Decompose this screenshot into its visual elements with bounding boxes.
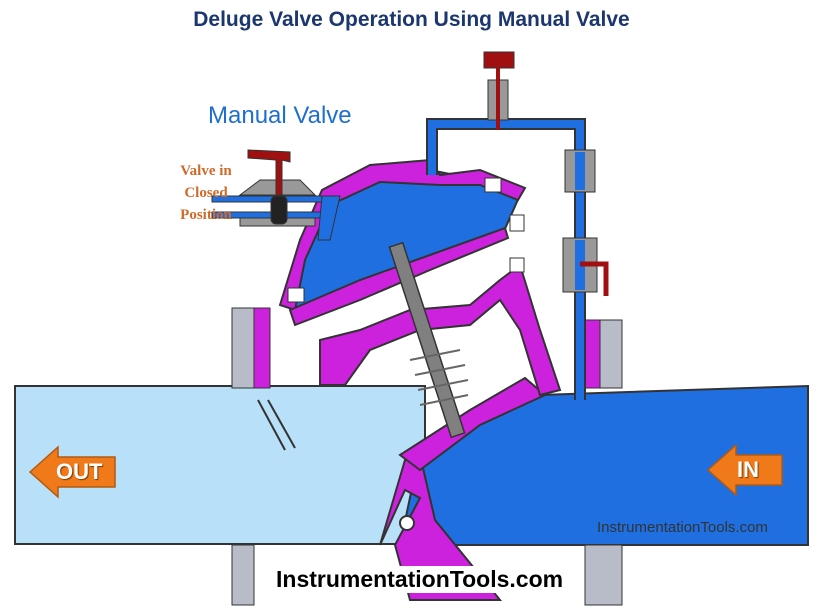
bolt — [287, 287, 305, 303]
shutoff-valve-handle — [580, 261, 609, 296]
right-flange-bottom — [584, 544, 623, 606]
valve-state-line: Closed — [184, 185, 228, 201]
watermark-large: InstrumentationTools.com — [270, 566, 570, 593]
manual-valve-ball — [270, 195, 288, 225]
valve-stem — [388, 241, 466, 439]
needle-valve-handle — [483, 51, 515, 69]
left-flange — [231, 307, 255, 389]
page-title: Deluge Valve Operation Using Manual Valv… — [193, 8, 630, 31]
watermark-small: InstrumentationTools.com — [597, 519, 768, 536]
bolt — [509, 214, 525, 232]
out-arrow-icon — [28, 445, 116, 499]
bolt — [484, 177, 502, 193]
in-arrow-icon — [706, 443, 783, 497]
flap-line — [267, 399, 296, 449]
valve-body-upper — [319, 263, 562, 397]
left-flange-body — [253, 307, 271, 389]
valve-state-label: Valve in Closed Position — [176, 160, 236, 226]
bolt — [509, 257, 525, 273]
right-flange-body — [584, 319, 601, 389]
in-label: IN — [737, 457, 759, 482]
valve-seat — [398, 376, 547, 472]
out-label: OUT — [56, 459, 103, 484]
manual-valve-handle — [247, 149, 291, 196]
drain-hole — [399, 515, 415, 531]
valve-state-line: Position — [180, 207, 232, 223]
left-flange-bottom — [231, 544, 255, 606]
manual-valve-label: Manual Valve — [208, 102, 352, 129]
valve-state-line: Valve in — [180, 163, 232, 179]
bonnet-cover — [278, 158, 527, 312]
check-valve-water — [575, 152, 585, 190]
flap-line — [257, 399, 286, 451]
priming-line-water — [428, 120, 584, 400]
right-flange — [599, 319, 623, 389]
spring — [409, 349, 469, 406]
priming-line — [426, 118, 586, 400]
manual-valve-connection — [317, 195, 341, 241]
